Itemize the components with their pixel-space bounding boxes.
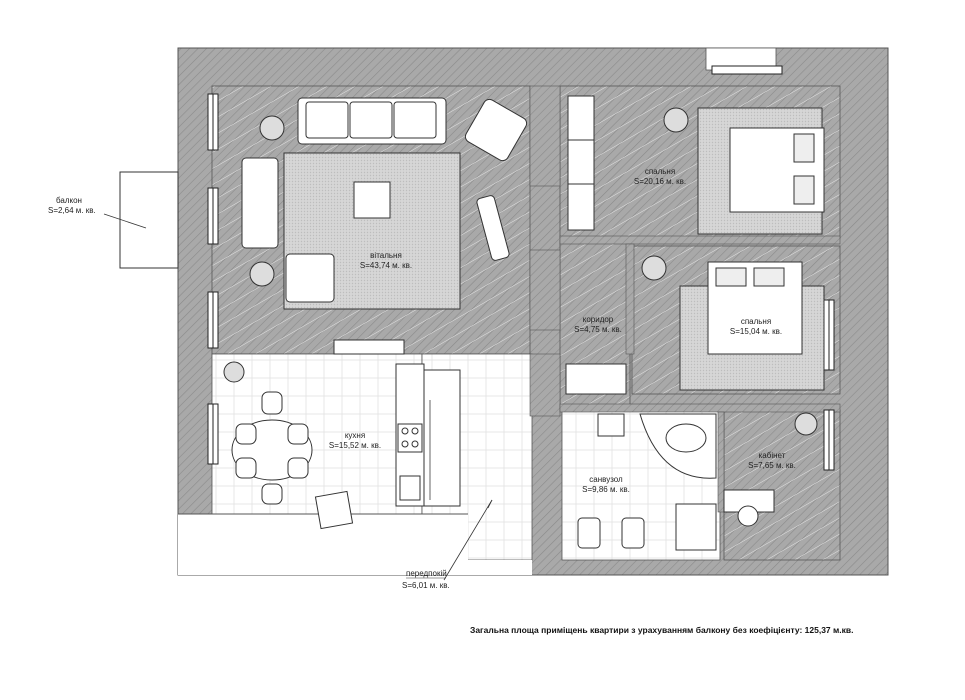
lounger <box>476 195 510 261</box>
total-area-text: Загальна площа приміщень квартири з урах… <box>470 625 854 635</box>
entry-area: S=6,01 м. кв. <box>402 581 450 590</box>
room-area: S=7,65 м. кв. <box>748 461 796 470</box>
room-area: S=4,75 м. кв. <box>574 325 622 334</box>
tv-console <box>333 339 405 355</box>
bedroom1-furniture <box>567 95 825 235</box>
room-area: S=9,86 м. кв. <box>582 485 630 494</box>
kitchen-sink <box>399 475 421 501</box>
bedroom2-furniture <box>641 255 825 391</box>
office-chair <box>737 505 759 527</box>
windows <box>207 65 835 471</box>
balcony-area: S=2,64 м. кв. <box>48 206 96 215</box>
kitchen-furniture <box>223 361 461 530</box>
chair <box>235 423 257 445</box>
plant-icon <box>641 255 667 281</box>
room-name: кухня <box>345 431 365 440</box>
room-area: S=43,74 м. кв. <box>360 261 412 270</box>
balcony <box>119 171 179 269</box>
shoe-cabinet <box>565 363 627 395</box>
coffee-table <box>353 181 391 219</box>
balcony-name: балкон <box>56 196 82 205</box>
balcony-pointer <box>103 213 147 229</box>
room-name: кабінет <box>759 451 786 460</box>
room-area: S=20,16 м. кв. <box>634 177 686 186</box>
bidet <box>621 517 645 549</box>
room-name: санвузол <box>589 475 623 484</box>
plant-icon <box>663 107 689 133</box>
room-name: спальня <box>645 167 675 176</box>
living-furniture <box>241 97 528 355</box>
plant-icon <box>259 115 285 141</box>
washbasin <box>597 413 625 437</box>
hall-cabinet <box>423 369 461 507</box>
room-labels: вітальня S=43,74 м. кв. спальня S=20,16 … <box>48 167 796 590</box>
ottoman <box>285 253 335 303</box>
chair <box>261 391 283 415</box>
shower <box>675 503 717 551</box>
study-furniture <box>723 412 818 527</box>
wardrobe <box>567 95 595 231</box>
toilet <box>577 517 601 549</box>
study-area <box>723 409 841 561</box>
room-area: S=15,04 м. кв. <box>730 327 782 336</box>
entry-pointer <box>443 499 493 581</box>
chair <box>287 423 309 445</box>
chair <box>261 483 283 505</box>
room-name: спальня <box>741 317 771 326</box>
chair <box>287 457 309 479</box>
room-name: вітальня <box>370 251 402 260</box>
corridor-furniture <box>565 363 627 395</box>
plant-icon <box>794 412 818 436</box>
plant-icon <box>249 261 275 287</box>
stove <box>397 423 423 453</box>
bathroom-furniture <box>577 413 717 551</box>
room-name: коридор <box>583 315 614 324</box>
room-area: S=15,52 м. кв. <box>329 441 381 450</box>
side-sofa <box>241 157 279 249</box>
island <box>314 490 354 530</box>
entry-name: передпокій <box>406 569 447 578</box>
chair <box>235 457 257 479</box>
armchair <box>464 98 528 162</box>
plant-icon <box>223 361 245 383</box>
